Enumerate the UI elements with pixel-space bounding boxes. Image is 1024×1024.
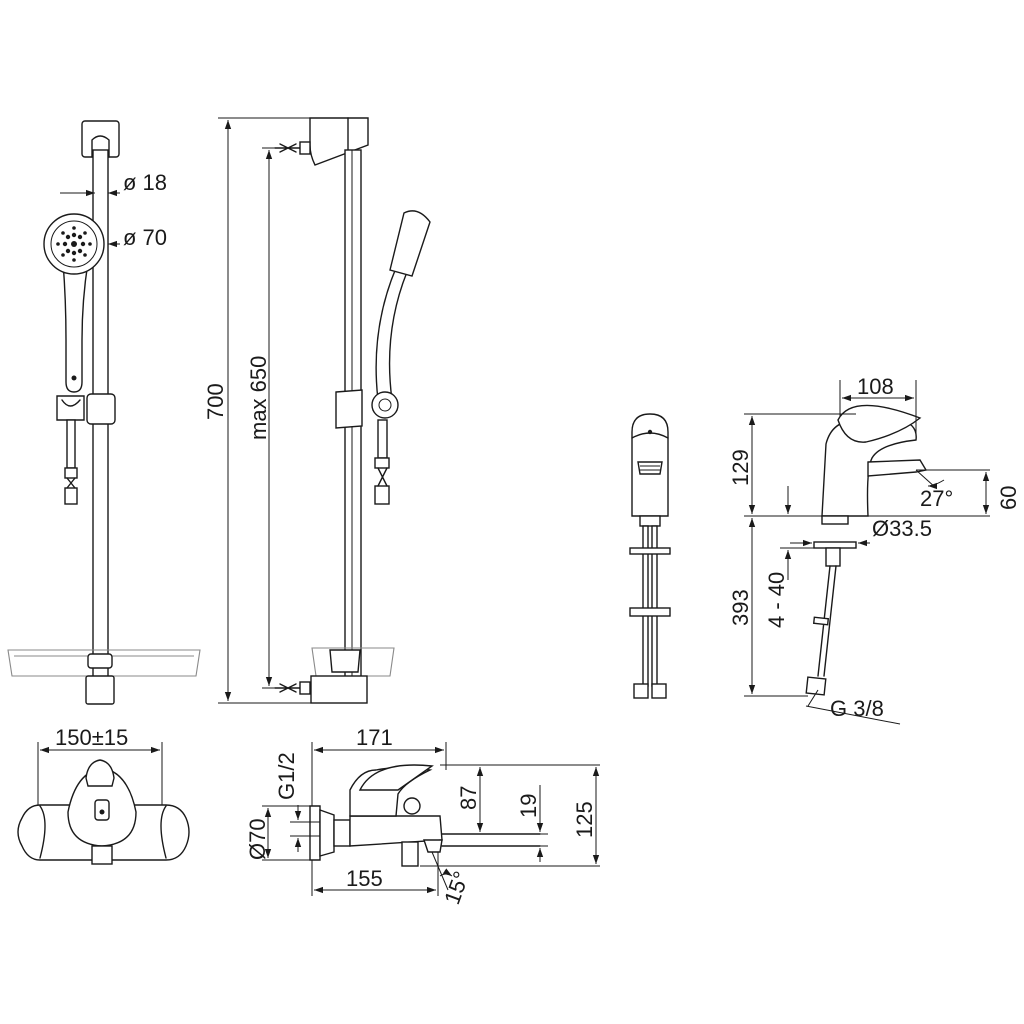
basin-mixer-side-view [805, 404, 928, 696]
basin-flow-angle-label: 27° [920, 486, 953, 511]
hose-length-label: 393 [728, 589, 753, 626]
escutcheon-diameter-label: Ø70 [245, 818, 270, 860]
bath-mixer-front-dimensions: 150±15 [37, 725, 163, 805]
body-height-label: 87 [456, 786, 481, 810]
spout-height-label: 19 [516, 794, 541, 818]
bath-mixer-front-view [17, 759, 190, 865]
handshower-diameter-label: ø 70 [123, 225, 167, 250]
basin-mixer-front-view [629, 413, 671, 699]
connection-thread-label: G 3/8 [830, 696, 884, 721]
shower-rail-side-view [274, 117, 431, 704]
basin-base-diameter-label: Ø33.5 [872, 516, 932, 541]
fixing-distance-label: max 650 [246, 356, 271, 440]
rail-length-label: 700 [203, 383, 228, 420]
basin-mixer-dimensions: 108 129 60 27° Ø33.5 4 - 40 393 G 3/8 [728, 374, 1021, 725]
overall-height-label: 125 [572, 801, 597, 838]
bath-mixer-side-view [309, 764, 541, 867]
basin-height-label: 129 [728, 449, 753, 486]
bath-mixer-side-dimensions: 171 G1/2 Ø70 87 19 125 155 15° [245, 725, 600, 908]
basin-spout-height-label: 60 [996, 486, 1021, 510]
rail-dimensions: ø 18 ø 70 700 max 650 [60, 117, 312, 704]
spout-length-label: 171 [356, 725, 393, 750]
inlet-thread-label: G1/2 [274, 752, 299, 800]
basin-projection-label: 108 [857, 374, 894, 399]
rail-diameter-label: ø 18 [123, 170, 167, 195]
shower-rail-front-view [7, 120, 201, 705]
outlet-projection-label: 155 [346, 866, 383, 891]
mixer-width-label: 150±15 [55, 725, 128, 750]
deck-thickness-label: 4 - 40 [764, 572, 789, 628]
